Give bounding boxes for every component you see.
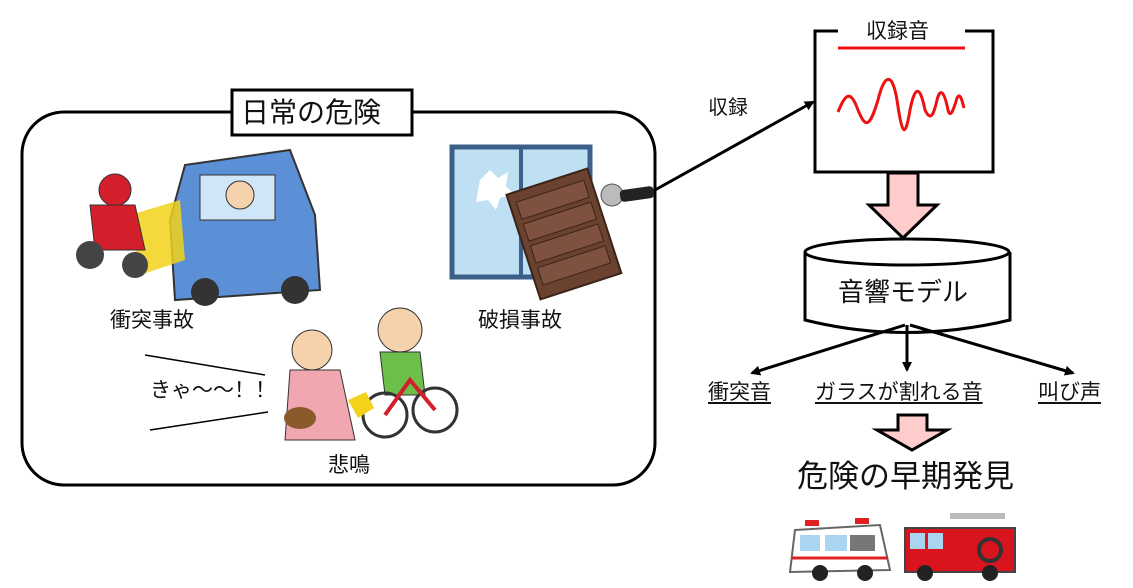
output-glass-breaking-sound: ガラスが割れる音 [815,380,983,404]
collision-illustration [76,148,322,306]
output-collision-sound: 衝突音 [708,380,771,404]
acoustic-model-cylinder [803,237,1012,334]
panel-title: 日常の危険 [241,96,382,129]
waveform [836,77,966,132]
panel-title-box [230,88,414,137]
scream-illustration [284,307,459,441]
recorded-sound-title: 収録音 [866,19,929,43]
scream-shout-text: きゃ～～！！ [150,378,276,402]
breakage-illustration [449,144,623,301]
output-scream: 叫び声 [1038,380,1101,404]
acoustic-model-label: 音響モデル [838,278,969,308]
record-label: 収録 [708,95,748,119]
collision-accident-label: 衝突事故 [110,308,194,332]
down-arrow-to-model [865,171,941,241]
down-arrow-to-result [871,413,953,452]
early-danger-detection: 危険の早期発見 [797,459,1014,495]
microphone-icon [600,183,655,207]
record-arrow [654,100,815,192]
fire-truck-illustration [904,513,1016,581]
ambulance-illustration [788,518,892,581]
breakage-accident-label: 破損事故 [478,308,562,332]
scream-label: 悲鳴 [328,453,370,477]
